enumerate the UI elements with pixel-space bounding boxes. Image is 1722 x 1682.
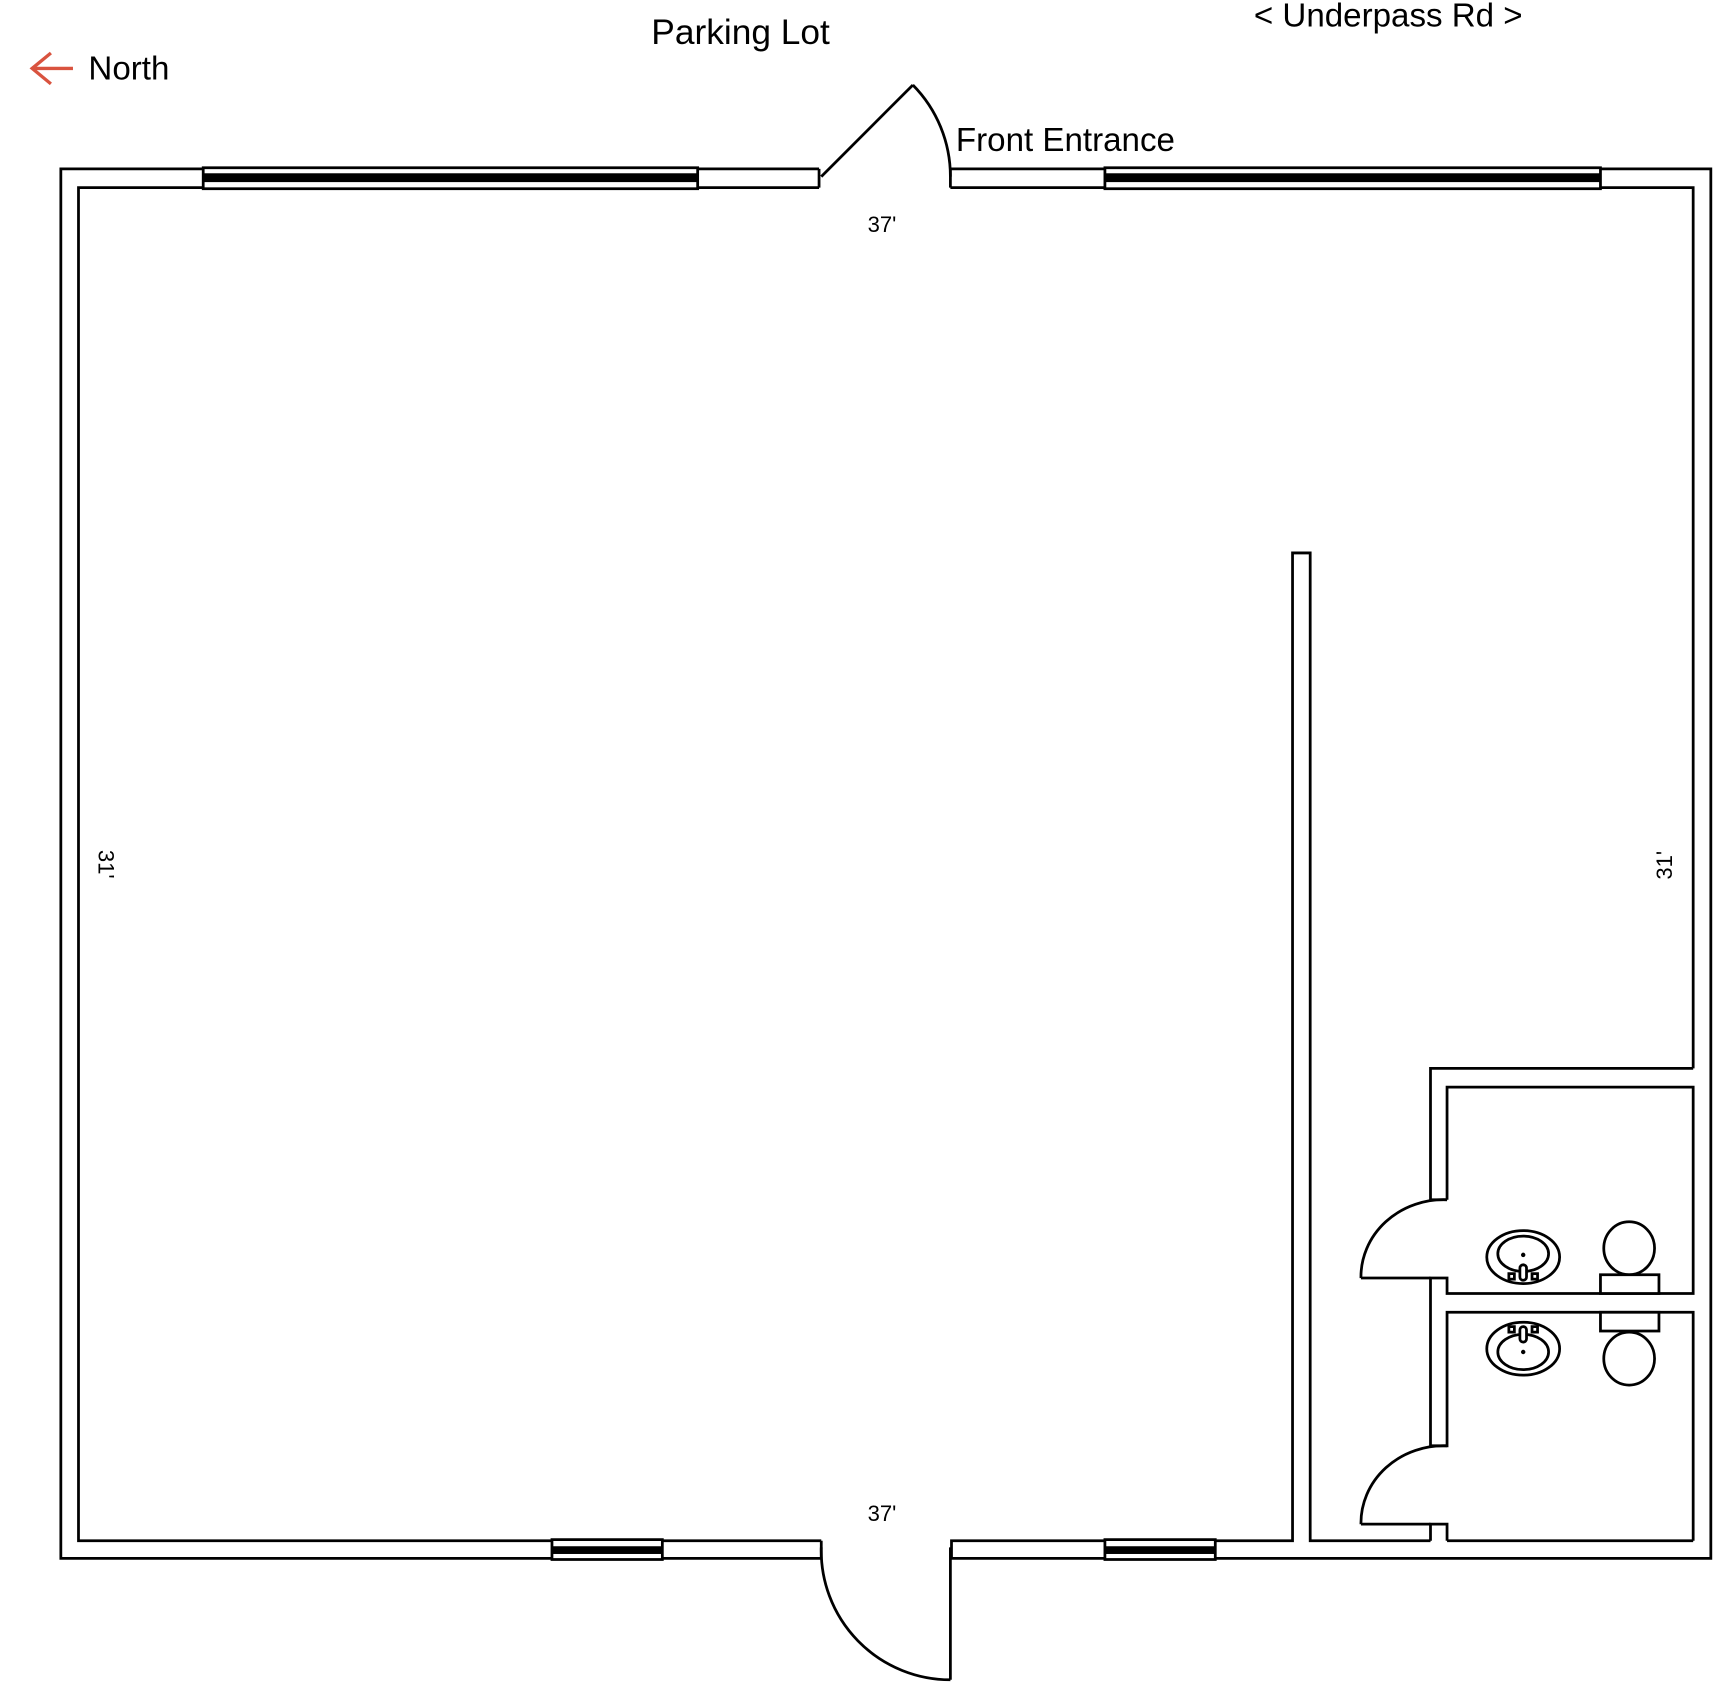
exterior-walls <box>59 167 1713 1560</box>
restroom-walls <box>1429 1066 1695 1541</box>
dimension-bottom: 37' <box>868 1501 897 1526</box>
front-entrance-label: Front Entrance <box>956 122 1175 159</box>
dimension-left: 31' <box>93 850 118 879</box>
north-arrow-icon <box>29 51 73 86</box>
front-door[interactable] <box>820 84 952 178</box>
window-top-right <box>1103 166 1602 191</box>
dimension-top: 37' <box>868 212 897 237</box>
toilet-icon <box>1599 1220 1661 1295</box>
restroom-door-1[interactable] <box>1359 1198 1448 1280</box>
sink-icon <box>1485 1229 1562 1285</box>
underpass-road-label: < Underpass Rd > <box>1254 0 1523 34</box>
restroom-door-2[interactable] <box>1359 1444 1448 1526</box>
window-bottom-left <box>550 1538 664 1561</box>
sink-icon <box>1485 1320 1562 1377</box>
north-label: North <box>88 50 169 87</box>
parking-lot-label: Parking Lot <box>651 13 830 52</box>
window-top-left <box>201 166 700 191</box>
window-bottom-right <box>1103 1538 1217 1561</box>
rear-door[interactable] <box>819 1547 952 1682</box>
dimension-right: 31' <box>1652 851 1677 880</box>
toilet-icon <box>1599 1310 1661 1387</box>
